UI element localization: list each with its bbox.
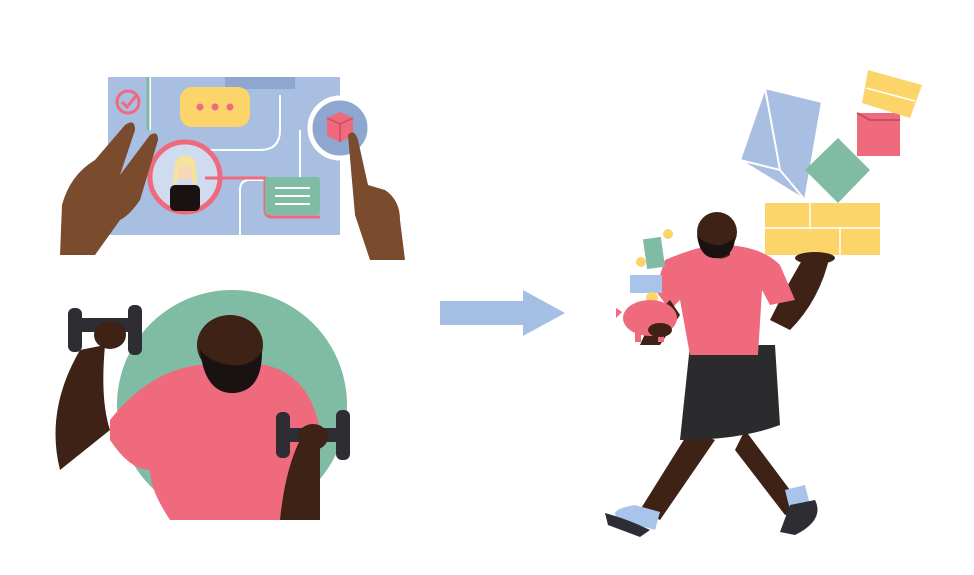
check-glyph bbox=[120, 95, 138, 110]
sock bbox=[615, 505, 660, 530]
head bbox=[197, 315, 263, 375]
message-lines bbox=[275, 187, 310, 205]
dumbbell-weight bbox=[128, 305, 142, 355]
fist bbox=[298, 424, 328, 450]
dot bbox=[196, 103, 204, 111]
arrow-right-icon bbox=[440, 290, 565, 336]
left-hand bbox=[60, 122, 158, 255]
piggy-snout bbox=[616, 308, 622, 318]
blue-box bbox=[738, 86, 824, 202]
piggy-leg bbox=[658, 332, 664, 342]
dumbbell-weight bbox=[336, 410, 350, 460]
pink-shirt bbox=[655, 245, 795, 355]
fist bbox=[94, 321, 126, 349]
green-box bbox=[805, 138, 870, 203]
blue-box-edges bbox=[739, 87, 806, 201]
walking-scene bbox=[605, 70, 922, 537]
checkmark-icon bbox=[115, 89, 141, 115]
pink-shirt bbox=[110, 365, 320, 520]
lower-arm bbox=[280, 440, 320, 520]
workout-scene bbox=[55, 290, 350, 520]
head bbox=[697, 212, 737, 252]
shorts bbox=[680, 345, 780, 440]
arrow-shaft bbox=[440, 301, 528, 325]
box-line bbox=[865, 87, 916, 102]
dot bbox=[211, 103, 219, 111]
dot bbox=[226, 103, 234, 111]
back-leg bbox=[640, 430, 715, 520]
piggy-leg bbox=[635, 332, 641, 342]
money-bill bbox=[642, 236, 666, 270]
palm bbox=[795, 252, 835, 264]
raised-arm bbox=[770, 255, 830, 330]
dumbbell-weight bbox=[276, 412, 290, 458]
box-lines bbox=[765, 203, 880, 255]
hand bbox=[648, 323, 672, 337]
shoe bbox=[780, 500, 818, 535]
coin bbox=[663, 229, 673, 239]
beard bbox=[200, 350, 262, 394]
pink-box-edge bbox=[856, 112, 900, 121]
avatar-body bbox=[170, 185, 200, 211]
avatar-hair bbox=[173, 155, 197, 185]
tablet-scene bbox=[60, 77, 405, 260]
money-bill bbox=[630, 275, 662, 293]
tablet-lines bbox=[149, 77, 301, 235]
right-hand-pointing bbox=[348, 132, 405, 260]
raised-arm bbox=[55, 345, 110, 470]
dumbbell-weight bbox=[68, 308, 82, 352]
tablet-bar bbox=[225, 77, 295, 89]
coin bbox=[636, 257, 646, 267]
small-yellow-box bbox=[862, 70, 922, 118]
yellow-box bbox=[765, 203, 880, 255]
cube-edges bbox=[326, 117, 354, 142]
arrow-head bbox=[523, 290, 565, 336]
shoe bbox=[605, 513, 650, 537]
beard bbox=[697, 235, 735, 259]
